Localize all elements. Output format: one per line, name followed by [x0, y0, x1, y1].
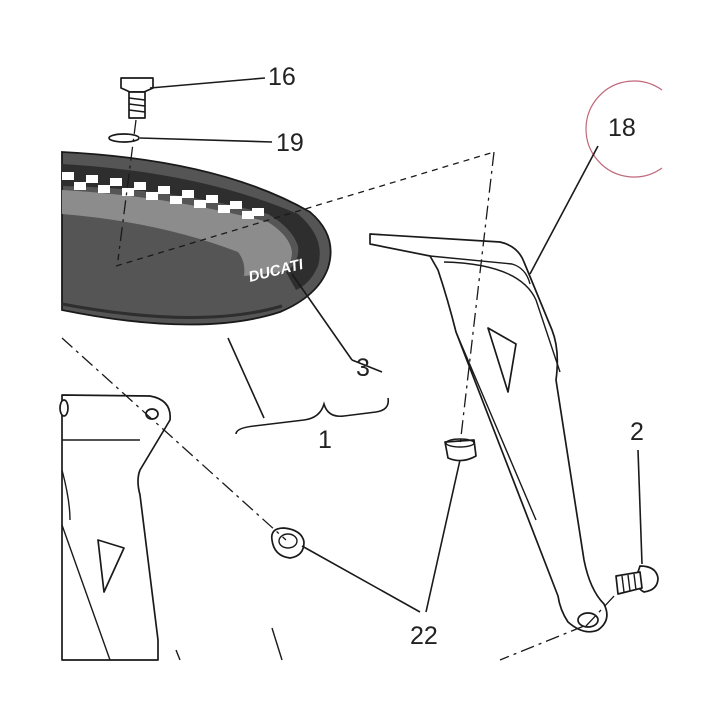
bolt-16 — [120, 77, 154, 119]
callout-22: 22 — [410, 622, 438, 650]
callout-2: 2 — [630, 418, 644, 446]
callout-16: 16 — [268, 63, 296, 91]
leader-lines — [139, 77, 643, 613]
fender-mount-bracket — [369, 233, 608, 633]
highlight-circle — [585, 80, 663, 178]
callout-18: 18 — [608, 114, 636, 142]
washer-19 — [108, 133, 140, 143]
frame-bracket — [59, 394, 283, 661]
front-fender: DUCATI — [61, 151, 332, 326]
screw-2 — [615, 565, 659, 595]
callout-19: 19 — [276, 129, 304, 157]
checker-pattern — [62, 172, 264, 219]
callout-1-brace — [235, 397, 390, 435]
nut-22-left — [270, 527, 305, 559]
nut-22-right — [444, 438, 477, 462]
assembly-lines — [61, 119, 617, 661]
callout-1: 1 — [318, 426, 332, 454]
callout-3: 3 — [356, 354, 370, 382]
